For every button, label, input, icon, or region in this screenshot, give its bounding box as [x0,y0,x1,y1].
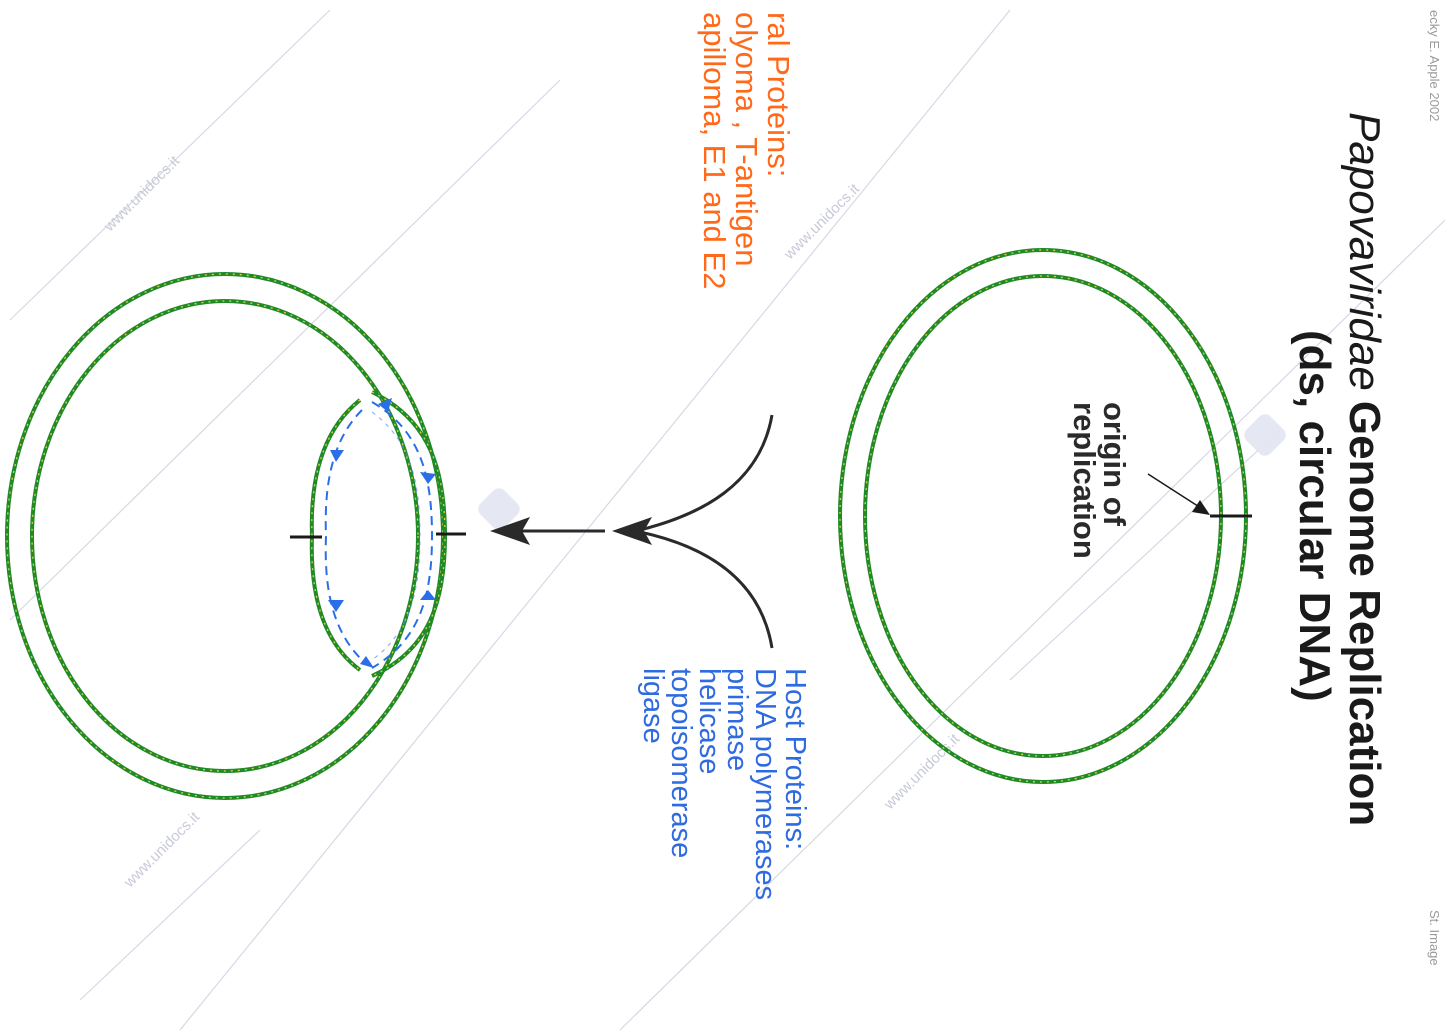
origin-label-line2: replication [1067,402,1102,559]
title-genome-replication: Genome Replication [1340,401,1389,826]
host-proteins-heading: Host Proteins: [779,668,811,850]
host-protein-item: topoisomerase [665,668,697,858]
host-protein-item: DNA polymerases [749,668,781,900]
host-proteins-curve [639,530,774,649]
watermark-3: www.unidocs.it [880,730,963,813]
circular-dna-replicating [5,272,466,800]
watermark-2: www.unidocs.it [780,180,863,263]
replication-bubble-inner [309,398,362,672]
svg-text:PapovaviridaeGenome Replicatio: PapovaviridaeGenome Replication [1340,112,1389,826]
replication-direction-arrows [328,398,436,668]
page-title: PapovaviridaeGenome Replication (ds, cir… [1290,112,1389,826]
new-strand-inner [324,409,363,661]
title-virus-family: Papovaviridae [1340,112,1389,391]
origin-pointer-arrow [1147,473,1205,511]
corner-text-right: St. Image [1427,910,1442,966]
new-strand-outer [371,401,434,669]
host-proteins-label: Host Proteins: DNA polymerases primase h… [637,668,811,900]
viral-proteins-curve [639,414,774,532]
viral-proteins-heading: ral Proteins: [761,12,796,177]
converging-arrow [520,414,774,649]
viral-proteins-line2: apilloma, E1 and E2 [697,12,732,289]
watermark-1: www.unidocs.it [100,152,183,235]
watermarks: www.unidocs.it www.unidocs.it www.unidoc… [100,152,963,891]
host-protein-item: helicase [693,668,725,774]
circular-dna-original [838,248,1252,784]
viral-proteins-line1: olyoma , T-antigen [729,12,764,266]
watermark-4: www.unidocs.it [120,808,203,891]
corner-text-left: ecky E. Apple 2002 [1427,10,1442,121]
origin-label-line1: origin of [1097,402,1132,527]
host-protein-item: ligase [637,668,669,744]
watermark-lines [9,9,1445,1031]
title-subtitle: (ds, circular DNA) [1290,330,1339,702]
watermark-logo-icon [478,414,1286,530]
arrow-head-2 [490,517,530,545]
viral-proteins-label: ral Proteins: olyoma , T-antigen apillom… [697,12,796,289]
host-protein-item: primase [721,668,753,771]
arrow-head-1 [612,517,652,545]
origin-label: origin of replication [1067,402,1132,559]
